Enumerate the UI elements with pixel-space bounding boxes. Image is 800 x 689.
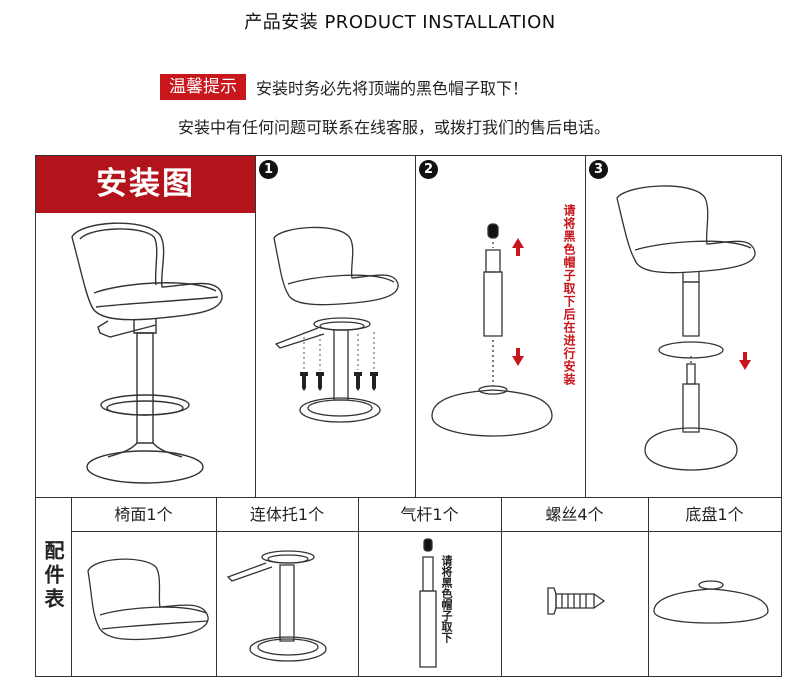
screw-illustration	[540, 584, 610, 618]
tip-row: 温馨提示 安装时务必先将顶端的黑色帽子取下！	[160, 74, 528, 100]
divider	[255, 156, 256, 497]
diagram-header: 安装图	[36, 156, 255, 213]
tip-line-2: 安装中有任何问题可联系在线客服，或拨打我们的售后电话。	[178, 114, 610, 138]
step-2-note: 请将黑色帽子取下后在进行安装	[561, 204, 578, 404]
part-name-seat: 椅面1个	[71, 498, 216, 532]
assembled-stool-illustration	[50, 215, 250, 493]
part-name-base: 底盘1个	[648, 498, 781, 532]
base-illustration	[648, 575, 774, 625]
seat-illustration	[78, 545, 218, 673]
part-name-gas-lift: 气杆1个	[358, 498, 501, 532]
step-2-illustration	[420, 210, 560, 440]
divider	[585, 156, 586, 497]
tip-line-1: 安装时务必先将顶端的黑色帽子取下！	[256, 75, 528, 99]
step-2-badge: 2	[419, 160, 438, 179]
tip-badge: 温馨提示	[160, 74, 246, 100]
gas-lift-note: 请将黑色帽子取下	[438, 555, 454, 670]
step-3-badge: 3	[589, 160, 608, 179]
arrow-down-icon	[512, 348, 524, 366]
bracket-illustration	[220, 545, 340, 673]
part-name-screws: 螺丝4个	[501, 498, 648, 532]
step-1-illustration	[262, 222, 410, 434]
arrow-down-icon	[739, 352, 751, 370]
step-3-illustration	[605, 180, 775, 480]
page-title: 产品安装 PRODUCT INSTALLATION	[0, 8, 800, 34]
part-name-bracket: 连体托1个	[216, 498, 358, 532]
step-1-badge: 1	[259, 160, 278, 179]
parts-label: 配件表	[36, 540, 70, 612]
divider	[415, 156, 416, 497]
arrow-up-icon	[512, 238, 524, 256]
